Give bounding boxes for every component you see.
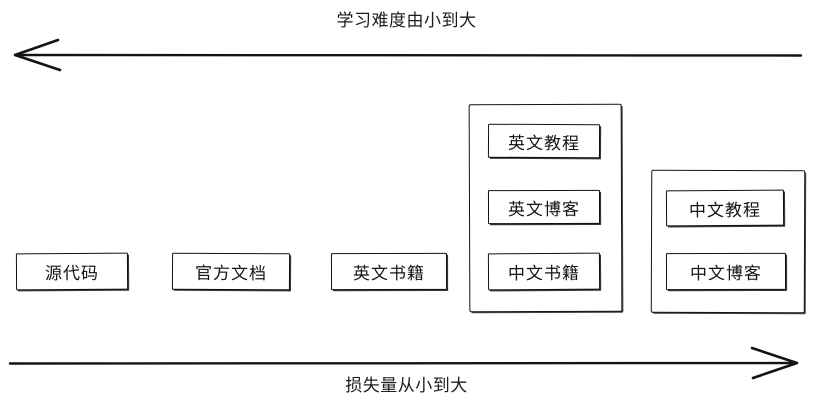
node-chinese-blog[interactable]: 中文博客 [665, 252, 787, 291]
bottom-axis-arrow [8, 346, 799, 380]
node-label: 源代码 [44, 263, 100, 284]
top-axis-arrow [13, 38, 803, 72]
node-label: 中文博客 [689, 263, 763, 284]
node-english-books[interactable]: 英文书籍 [330, 252, 448, 291]
node-label: 英文书籍 [352, 263, 426, 284]
node-label: 英文博客 [507, 199, 581, 219]
node-chinese-books[interactable]: 中文书籍 [487, 252, 601, 291]
bottom-axis-label: 损失量从小到大 [345, 376, 468, 395]
node-label: 中文书籍 [507, 263, 581, 284]
node-english-tutorial[interactable]: 英文教程 [487, 123, 601, 159]
node-label: 中文教程 [688, 200, 762, 220]
node-label: 官方文档 [194, 263, 268, 284]
node-official-docs[interactable]: 官方文档 [171, 252, 291, 291]
node-english-blog[interactable]: 英文博客 [487, 189, 601, 225]
node-source-code[interactable]: 源代码 [15, 252, 129, 291]
node-chinese-tutorial[interactable]: 中文教程 [665, 189, 785, 227]
top-axis-label: 学习难度由小到大 [336, 11, 477, 30]
node-label: 英文教程 [507, 133, 581, 153]
